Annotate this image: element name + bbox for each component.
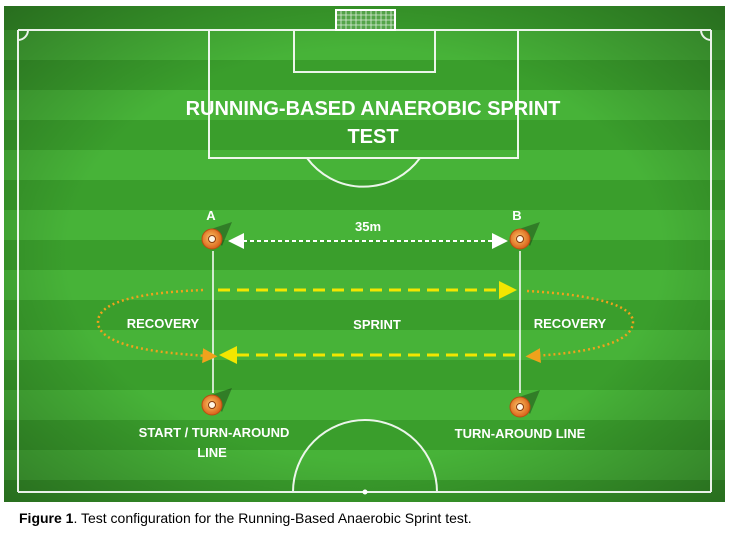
recovery-arrow-right xyxy=(525,289,635,364)
marker-b-label: B xyxy=(512,208,521,223)
recovery-arrow-left xyxy=(96,288,218,364)
goal-net xyxy=(335,9,396,31)
turnaround-line-label: TURN-AROUND LINE xyxy=(455,426,586,441)
cone-a-bottom xyxy=(201,388,232,416)
caption-text: . Test configuration for the Running-Bas… xyxy=(73,510,472,526)
center-spot xyxy=(362,489,368,495)
distance-label: 35m xyxy=(355,219,381,234)
recovery-label-right: RECOVERY xyxy=(534,316,607,331)
start-line-label-2: LINE xyxy=(197,445,227,460)
penalty-arc xyxy=(306,157,421,188)
cone-a-top xyxy=(201,222,232,250)
cone-b-bottom xyxy=(509,390,540,418)
figure-caption: Figure 1. Test configuration for the Run… xyxy=(19,510,719,526)
center-circle xyxy=(292,419,438,493)
recovery-label-left: RECOVERY xyxy=(127,316,200,331)
title-line-1: RUNNING-BASED ANAEROBIC SPRINT xyxy=(186,98,561,120)
marker-a-label: A xyxy=(206,208,216,223)
title-line-2: TEST xyxy=(347,126,398,148)
cone-b-top xyxy=(509,222,540,250)
diagram-title: RUNNING-BASED ANAEROBIC SPRINT TEST xyxy=(186,98,561,148)
start-line-label-1: START / TURN-AROUND xyxy=(139,425,290,440)
sprint-label: SPRINT xyxy=(353,317,401,332)
caption-label: Figure 1 xyxy=(19,510,74,526)
